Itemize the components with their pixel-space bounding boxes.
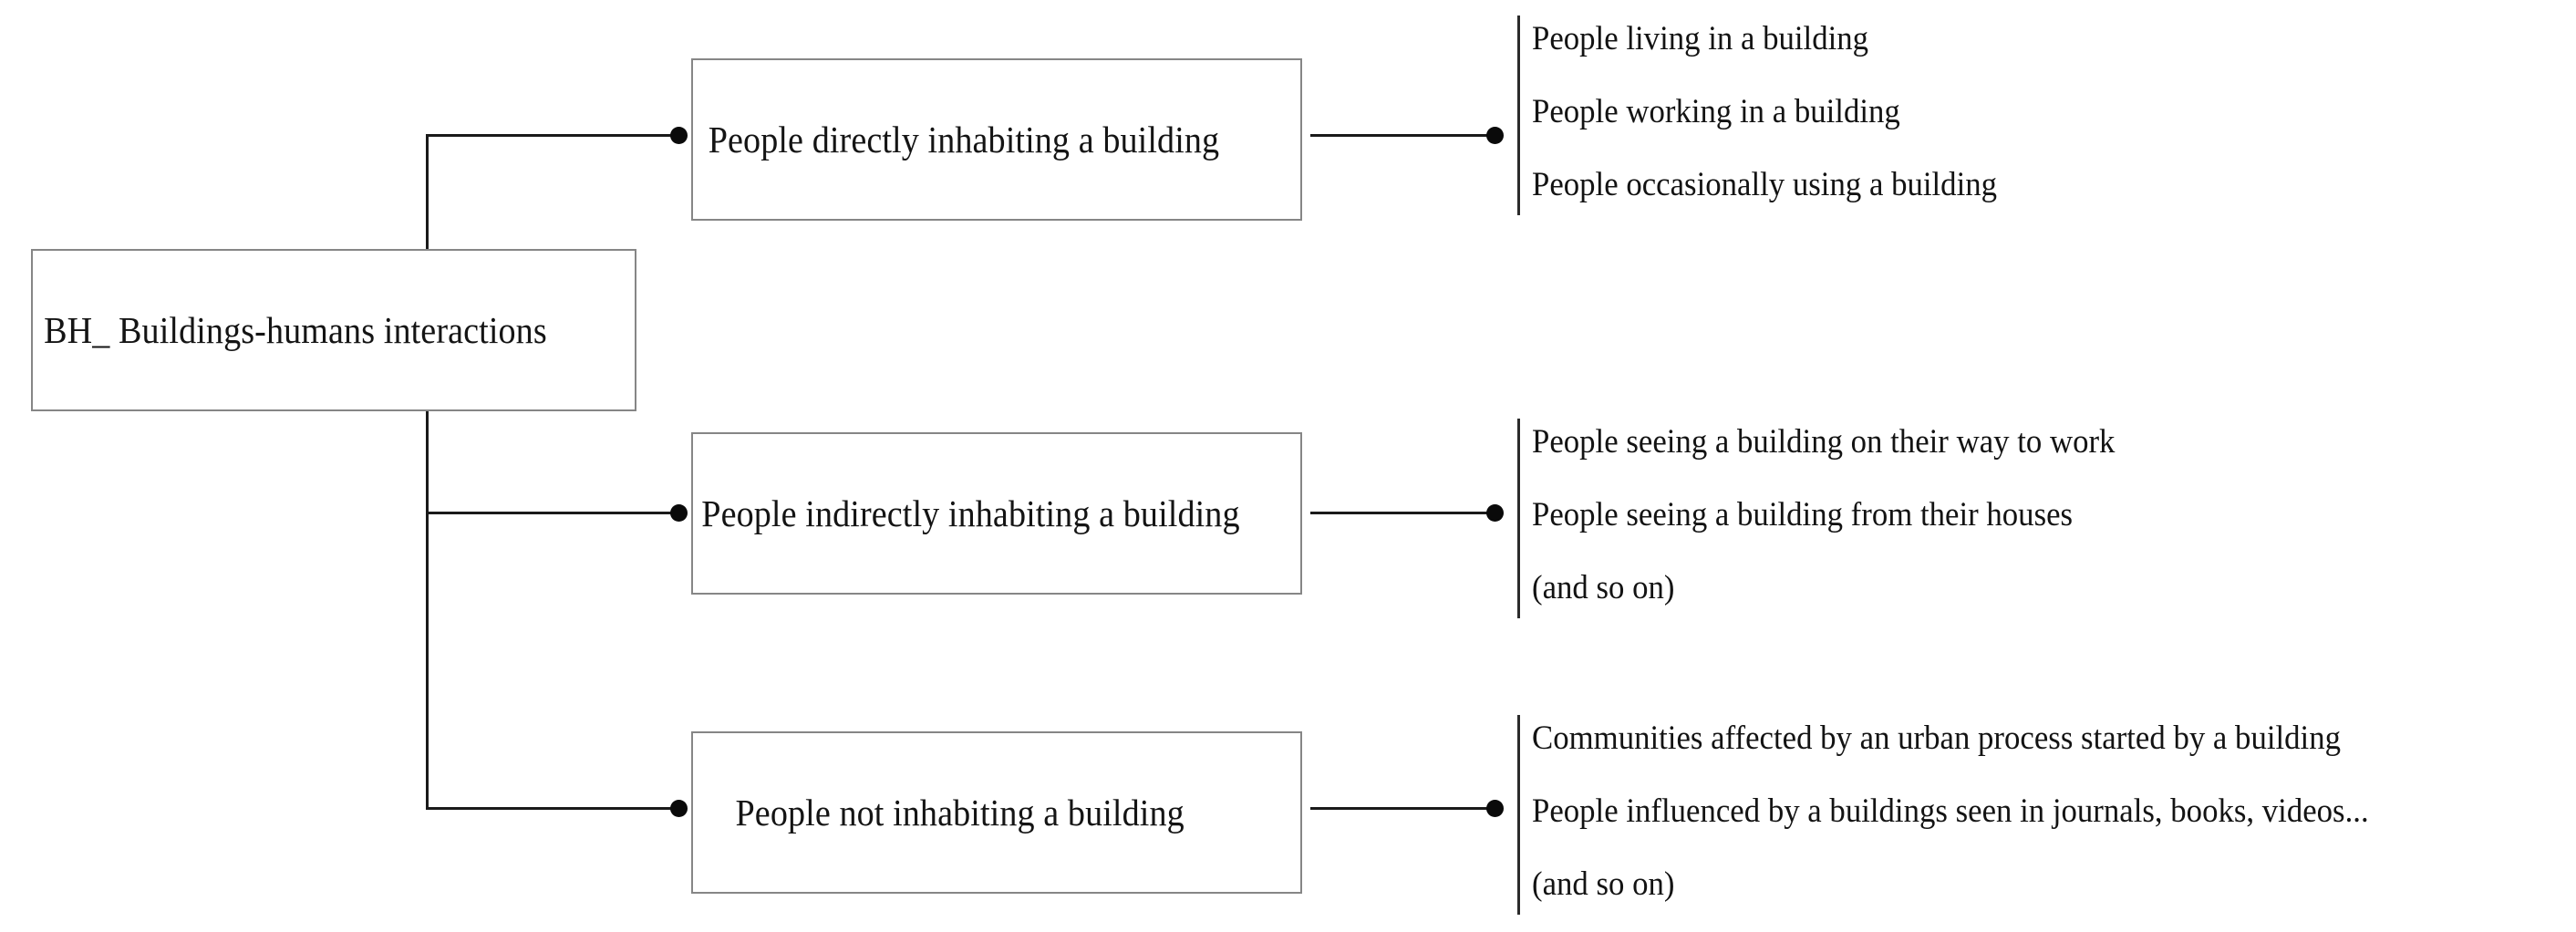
leaf-item: (and so on) [1532, 865, 1675, 903]
connector-root-to-branch-2 [426, 512, 679, 514]
branch-node-label-3: People not inhabiting a building [735, 791, 1185, 834]
node-dot-leaf-group-3 [1486, 800, 1504, 817]
leaf-item: (and so on) [1532, 569, 1675, 606]
branch-node-box-2[interactable]: People indirectly inhabiting a building [691, 432, 1302, 595]
connector-branch-2-to-leaves [1310, 512, 1495, 514]
leaf-item: People occasionally using a building [1532, 166, 1998, 203]
root-node-box[interactable]: BH_ Buildings-humans interactions [31, 249, 636, 411]
leaf-item: People seeing a building on their way to… [1532, 423, 2116, 461]
leaf-item: People working in a building [1532, 93, 1900, 130]
connector-root-to-branch-1 [426, 134, 679, 137]
connector-branch-1-to-leaves [1310, 134, 1495, 137]
node-dot-leaf-group-2 [1486, 504, 1504, 522]
node-dot-leaf-group-1 [1486, 127, 1504, 144]
root-node-label: BH_ Buildings-humans interactions [44, 308, 547, 351]
trunk-line-upper [426, 135, 429, 251]
branch-node-box-1[interactable]: People directly inhabiting a building [691, 58, 1302, 221]
leaf-group-rule-2 [1517, 419, 1520, 618]
node-dot-branch-2 [670, 504, 688, 522]
leaf-item: People seeing a building from their hous… [1532, 496, 2074, 533]
branch-node-label-1: People directly inhabiting a building [708, 118, 1220, 161]
node-dot-branch-3 [670, 800, 688, 817]
leaf-item: People living in a building [1532, 20, 1869, 57]
leaf-group-rule-3 [1517, 715, 1520, 915]
leaf-group-rule-1 [1517, 16, 1520, 215]
leaf-items-3: Communities affected by an urban process… [1532, 715, 2576, 915]
connector-root-to-branch-3 [426, 807, 679, 810]
leaf-item: People influenced by a buildings seen in… [1532, 792, 2369, 830]
branch-node-label-2: People indirectly inhabiting a building [701, 492, 1240, 534]
branch-node-box-3[interactable]: People not inhabiting a building [691, 731, 1302, 894]
trunk-line-lower [426, 409, 429, 809]
leaf-items-2: People seeing a building on their way to… [1532, 419, 2576, 618]
connector-branch-3-to-leaves [1310, 807, 1495, 810]
leaf-item: Communities affected by an urban process… [1532, 720, 2341, 757]
node-dot-branch-1 [670, 127, 688, 144]
leaf-items-1: People living in a building People worki… [1532, 16, 2576, 215]
